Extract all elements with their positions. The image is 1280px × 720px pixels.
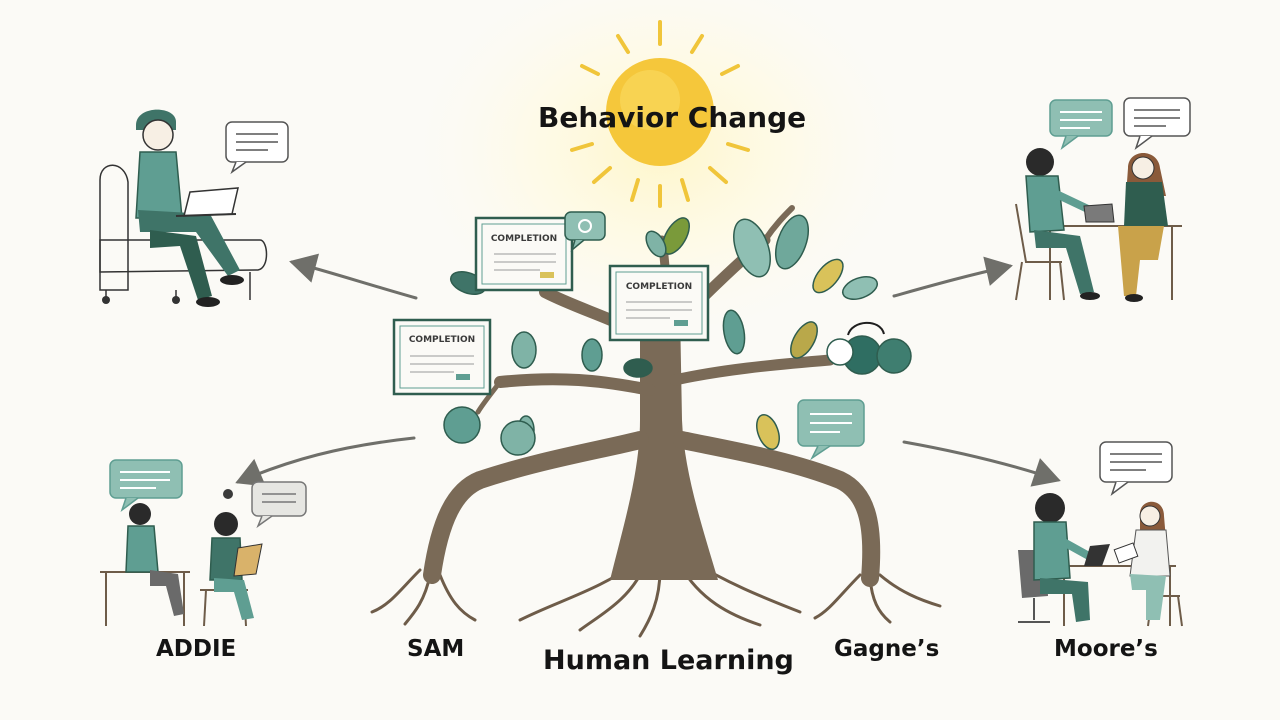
certificate-3: COMPLETION: [392, 318, 492, 396]
model-label-moores: Moore’s: [1054, 636, 1158, 662]
arrow-top-left: [289, 253, 418, 300]
certificate-2-text: COMPLETION: [626, 282, 692, 292]
model-label-gagnes: Gagne’s: [834, 636, 940, 662]
chat-bubble-icon: [223, 481, 307, 529]
chat-bubble-icon: [1123, 97, 1191, 151]
certificate-2: COMPLETION: [608, 264, 710, 342]
arrow-top-right: [892, 256, 1013, 298]
root-branch-right: [673, 431, 881, 587]
sun-icon: [570, 20, 750, 208]
root-branch-left: [423, 431, 649, 584]
behavior-change-title: Behavior Change: [538, 101, 807, 134]
arrow-bottom-right: [902, 440, 1061, 487]
chat-bubble-icon: [225, 121, 289, 175]
chat-bubble-icon: [109, 459, 183, 513]
chat-bubble-icon: [1049, 99, 1113, 151]
model-label-sam: SAM: [407, 636, 465, 662]
certificate-1: COMPLETION: [474, 216, 574, 292]
meeting-illustration: [1018, 493, 1183, 627]
certificate-3-text: COMPLETION: [409, 335, 475, 345]
root-label-human-learning: Human Learning: [543, 645, 794, 676]
tree-trunk: [610, 295, 718, 580]
arrow-bottom-left: [235, 436, 416, 487]
chat-bubble-icon: [797, 399, 865, 461]
chat-bubble-icon: [564, 211, 606, 253]
model-label-addie: ADDIE: [156, 636, 237, 662]
apple-icons: [443, 321, 912, 456]
chat-bubble-icon: [1099, 441, 1173, 497]
study-pair-illustration: [100, 503, 263, 627]
certificate-1-text: COMPLETION: [491, 234, 557, 244]
nurse-laptop-illustration: [99, 109, 268, 307]
tree: [370, 205, 942, 638]
desk-conversation-illustration: [1015, 148, 1182, 302]
